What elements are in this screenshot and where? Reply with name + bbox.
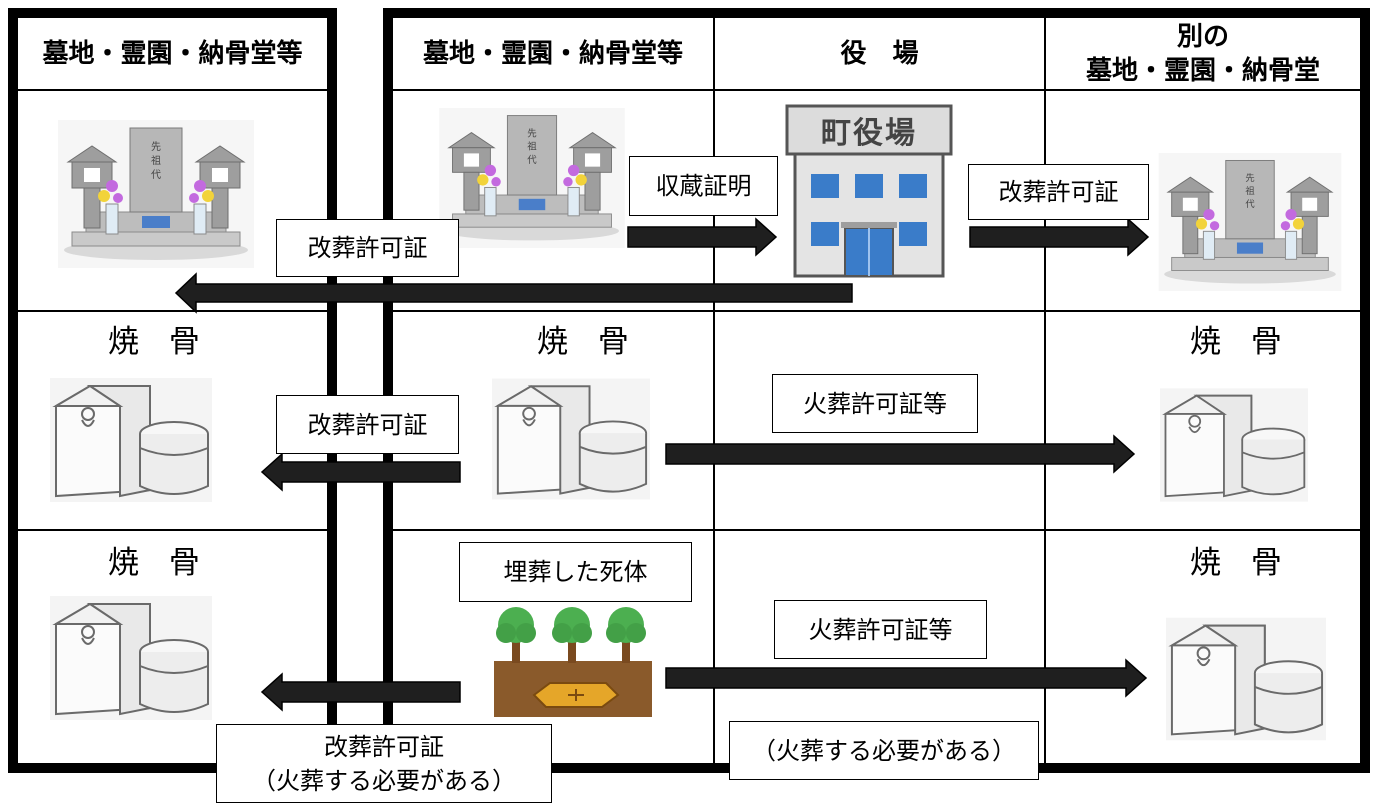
bone-box-icon (492, 378, 650, 500)
right-panel-divider (393, 529, 1360, 531)
tree-icon (496, 607, 536, 663)
cremation-required-label: （火葬する必要がある） (729, 721, 1039, 780)
grave-icon: 先 祖 代 (58, 120, 254, 268)
storage-certificate-label: 収蔵証明 (629, 156, 778, 216)
header-left-cemetery: 墓地・霊園・納骨堂等 (42, 38, 303, 69)
left-panel-divider (18, 529, 327, 531)
cremation-permit-label: 火葬許可証等 (772, 374, 978, 433)
svg-text:祖: 祖 (1245, 185, 1254, 197)
arrow-right (665, 434, 1136, 474)
svg-text:代: 代 (527, 155, 537, 166)
cremation-permit-label: 火葬許可証等 (774, 600, 987, 659)
arrow-left (174, 272, 853, 314)
header-other-line2: 墓地・霊園・納骨堂 (1085, 55, 1320, 86)
left-panel-divider (18, 310, 327, 312)
left-panel-border-right (327, 8, 337, 773)
svg-text:代: 代 (151, 169, 161, 181)
bone-box-icon (50, 378, 212, 502)
town-hall-sign: 町役場 (821, 116, 917, 151)
arrow-left (260, 672, 461, 712)
header-other-cemetery: 別の 墓地・霊園・納骨堂 (1046, 18, 1360, 89)
reburial-permit-label: 改葬許可証 (276, 219, 459, 277)
svg-text:祖: 祖 (151, 154, 161, 167)
arrow-right (627, 217, 778, 257)
bone-box-icon (50, 596, 212, 720)
arrow-left (260, 452, 461, 492)
reburial-permit-line: 改葬許可証 (324, 732, 444, 761)
right-panel-border-left (383, 8, 393, 773)
tree-icon (606, 607, 646, 663)
grave-icon: 先 祖 代 (1158, 153, 1342, 291)
cremation-required-line: （火葬する必要がある） (252, 766, 516, 795)
bone-box-icon (1160, 388, 1308, 502)
svg-text:代: 代 (1245, 199, 1255, 210)
left-panel-divider (18, 89, 327, 91)
bones-label: 焼 骨 (108, 324, 210, 360)
svg-text:先: 先 (1245, 172, 1254, 184)
bones-label: 焼 骨 (1190, 324, 1292, 360)
arrow-right (969, 217, 1150, 257)
svg-text:先: 先 (151, 141, 161, 153)
tree-icon (552, 607, 592, 663)
column-divider (1044, 18, 1046, 773)
reburial-permit-label: 改葬許可証 (276, 395, 459, 454)
svg-text:先: 先 (527, 127, 536, 139)
arrow-right (665, 658, 1148, 698)
grave-icon: 先 祖 代 (439, 108, 625, 248)
left-panel-border-left (8, 8, 18, 773)
header-other-line1: 別の (1176, 21, 1229, 52)
right-panel-divider (393, 310, 1360, 312)
right-panel-border-top (383, 8, 1370, 18)
bone-box-icon (1166, 617, 1326, 741)
left-panel-border-top (8, 8, 337, 18)
reburial-permit-label: 改葬許可証 (968, 164, 1149, 220)
town-hall-icon: 町役場 (781, 104, 957, 280)
left-panel-border-bottom (8, 763, 337, 773)
bones-label: 焼 骨 (108, 545, 210, 581)
right-panel-border-right (1360, 8, 1370, 773)
buried-body-label: 埋葬した死体 (459, 542, 692, 602)
reburial-permit-cremation-label: 改葬許可証 （火葬する必要がある） (216, 724, 552, 803)
header-town-office: 役 場 (840, 38, 919, 69)
coffin-icon (532, 682, 620, 708)
right-panel-divider (393, 89, 1360, 91)
bones-label: 焼 骨 (1190, 545, 1292, 581)
header-origin-cemetery: 墓地・霊園・納骨堂等 (422, 38, 683, 69)
buried-body-icon (494, 603, 652, 717)
column-divider (713, 18, 715, 773)
svg-text:祖: 祖 (527, 141, 537, 153)
bones-label: 焼 骨 (537, 324, 639, 360)
